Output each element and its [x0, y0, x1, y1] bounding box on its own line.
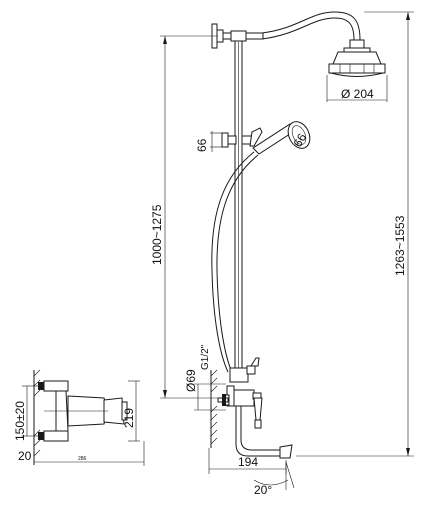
side-spacing-label: 150±20 [13, 401, 27, 441]
bath-spout [235, 406, 293, 459]
hand-shower [252, 121, 311, 155]
shower-head [328, 47, 386, 77]
slide-holder [221, 127, 263, 148]
shower-arm [261, 11, 365, 49]
shower-column [234, 39, 243, 379]
holder-width-label: 66 [195, 138, 209, 152]
total-height-label: 1263~1553 [393, 215, 407, 276]
mount-diameter-label: Ø69 [184, 369, 198, 392]
wall-section [210, 369, 218, 448]
side-depth-label: 286 [78, 456, 87, 462]
swivel-angle-label: 20° [254, 483, 272, 497]
side-offset-label: 20 [18, 449, 32, 463]
mixer-side-view [33, 369, 128, 465]
shower-hose [211, 151, 259, 373]
side-height-label: 219 [122, 408, 136, 428]
head-diameter-label: Ø 204 [341, 87, 374, 101]
spout-reach-label: 194 [238, 455, 258, 469]
thread-label: G1/2" [200, 344, 211, 370]
column-height-label: 1000~1275 [150, 204, 164, 265]
mixer-body [217, 357, 263, 429]
handshower-size-label: 66 [290, 131, 309, 150]
